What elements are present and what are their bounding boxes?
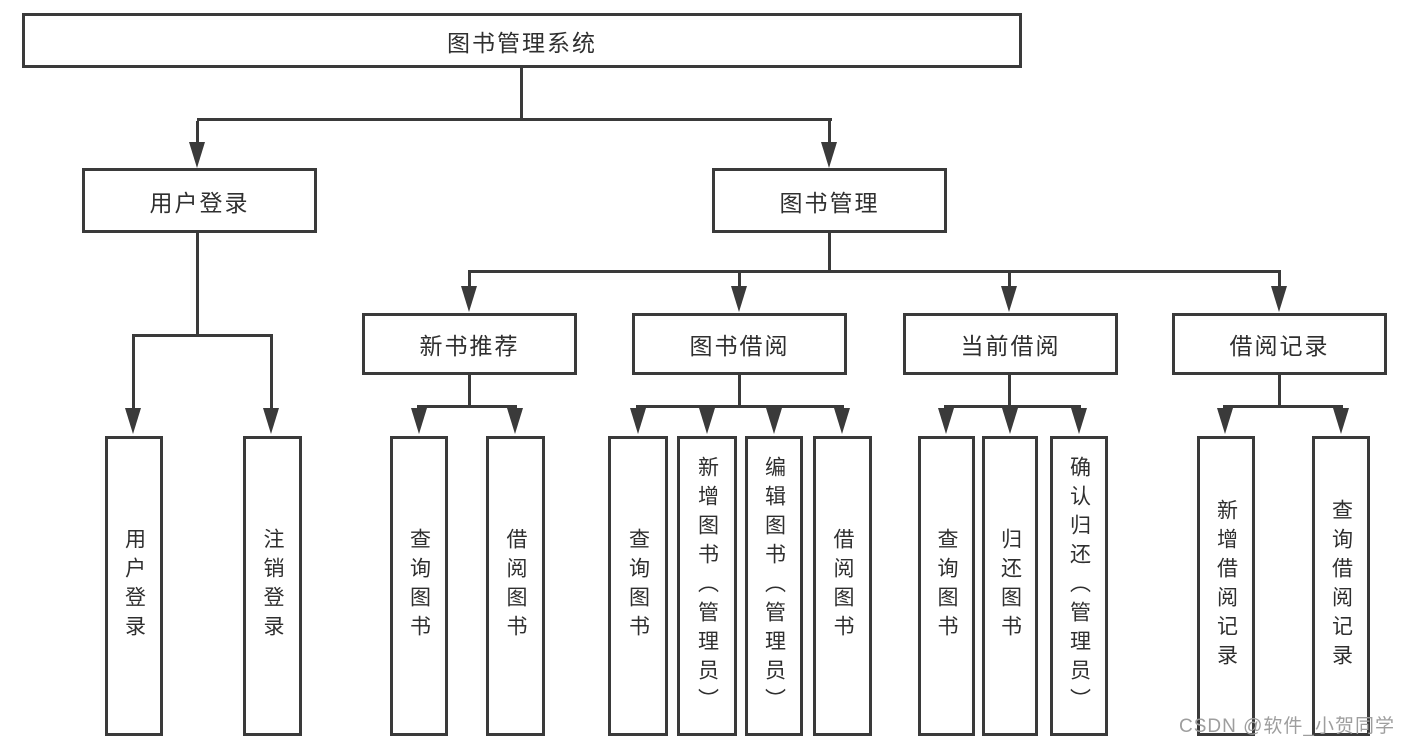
- connector-hline: [197, 118, 832, 121]
- node-edit-book-admin: 编辑图书（管理员）: [745, 436, 803, 736]
- connector-hline: [944, 405, 1081, 408]
- connector-vline: [270, 337, 273, 408]
- node-label: 图书借阅: [689, 333, 790, 359]
- node-label: 注销登录: [261, 528, 284, 644]
- node-add-borrow-record: 新增借阅记录: [1197, 436, 1255, 736]
- arrow-down-icon: [766, 408, 782, 434]
- node-query-books-recommend: 查询图书: [390, 436, 448, 736]
- arrow-down-icon: [507, 408, 523, 434]
- connector-vline: [196, 121, 199, 144]
- connector-vline: [1278, 375, 1281, 408]
- arrow-down-icon: [1271, 286, 1287, 312]
- node-confirm-return-admin: 确认归还（管理员）: [1050, 436, 1108, 736]
- node-query-books-current: 查询图书: [918, 436, 975, 736]
- node-query-books-borrowing: 查询图书: [608, 436, 668, 736]
- connector-hline: [417, 405, 517, 408]
- node-new-book-recommendation: 新书推荐: [362, 313, 577, 375]
- connector-vline: [828, 233, 831, 273]
- arrow-down-icon: [821, 142, 837, 168]
- node-label: 编辑图书（管理员）: [762, 455, 786, 717]
- node-label: 查询图书: [407, 528, 431, 644]
- arrow-down-icon: [699, 408, 715, 434]
- node-label: 新书推荐: [419, 333, 520, 359]
- connector-vline: [468, 375, 471, 408]
- arrow-down-icon: [1217, 408, 1233, 434]
- node-query-borrow-record: 查询借阅记录: [1312, 436, 1370, 736]
- node-label: 查询借阅记录: [1329, 499, 1353, 673]
- connector-hline: [132, 334, 273, 337]
- arrow-down-icon: [1001, 286, 1017, 312]
- arrow-down-icon: [834, 408, 850, 434]
- node-label: 图书管理系统: [447, 29, 597, 56]
- node-label: 新增图书（管理员）: [695, 455, 719, 717]
- connector-vline: [520, 68, 523, 121]
- connector-vline: [738, 375, 741, 408]
- arrow-down-icon: [1002, 408, 1018, 434]
- node-label: 借阅图书: [504, 528, 527, 644]
- csdn-watermark: CSDN @软件_小贺同学: [1179, 716, 1395, 737]
- node-label: 归还图书: [998, 528, 1022, 644]
- connector-vline: [196, 233, 199, 337]
- node-book-management: 图书管理: [712, 168, 947, 233]
- node-library-management-system: 图书管理系统: [22, 13, 1022, 68]
- node-add-book-admin: 新增图书（管理员）: [677, 436, 737, 736]
- node-label: 用户登录: [149, 189, 250, 216]
- arrow-down-icon: [938, 408, 954, 434]
- node-book-borrowing: 图书借阅: [632, 313, 847, 375]
- node-label: 借阅记录: [1229, 333, 1330, 359]
- node-borrowing-records: 借阅记录: [1172, 313, 1387, 375]
- connector-vline: [132, 337, 135, 408]
- connector-vline: [468, 273, 471, 288]
- connector-vline: [1008, 375, 1011, 408]
- node-label: 用户登录: [122, 528, 146, 644]
- arrow-down-icon: [189, 142, 205, 168]
- arrow-down-icon: [461, 286, 477, 312]
- node-borrow-books: 借阅图书: [813, 436, 872, 736]
- connector-vline: [1278, 273, 1281, 288]
- arrow-down-icon: [263, 408, 279, 434]
- node-label: 借阅图书: [831, 528, 854, 644]
- node-label: 当前借阅: [960, 333, 1061, 359]
- node-label: 查询图书: [626, 528, 650, 644]
- arrow-down-icon: [1333, 408, 1349, 434]
- connector-vline: [738, 273, 741, 288]
- node-label: 查询图书: [935, 528, 958, 644]
- node-label: 新增借阅记录: [1214, 499, 1238, 673]
- node-current-borrowing: 当前借阅: [903, 313, 1118, 375]
- connector-hline: [468, 270, 1281, 273]
- node-label: 确认归还（管理员）: [1067, 455, 1091, 717]
- node-borrow-books-recommend: 借阅图书: [486, 436, 545, 736]
- node-user-login-leaf: 用户登录: [105, 436, 163, 736]
- arrow-down-icon: [125, 408, 141, 434]
- node-logout: 注销登录: [243, 436, 302, 736]
- arrow-down-icon: [1071, 408, 1087, 434]
- connector-hline: [636, 405, 844, 408]
- node-return-book: 归还图书: [982, 436, 1038, 736]
- node-user-login: 用户登录: [82, 168, 317, 233]
- connector-vline: [828, 121, 831, 144]
- arrow-down-icon: [630, 408, 646, 434]
- arrow-down-icon: [411, 408, 427, 434]
- arrow-down-icon: [731, 286, 747, 312]
- connector-vline: [1008, 273, 1011, 288]
- connector-hline: [1223, 405, 1343, 408]
- node-label: 图书管理: [779, 189, 880, 216]
